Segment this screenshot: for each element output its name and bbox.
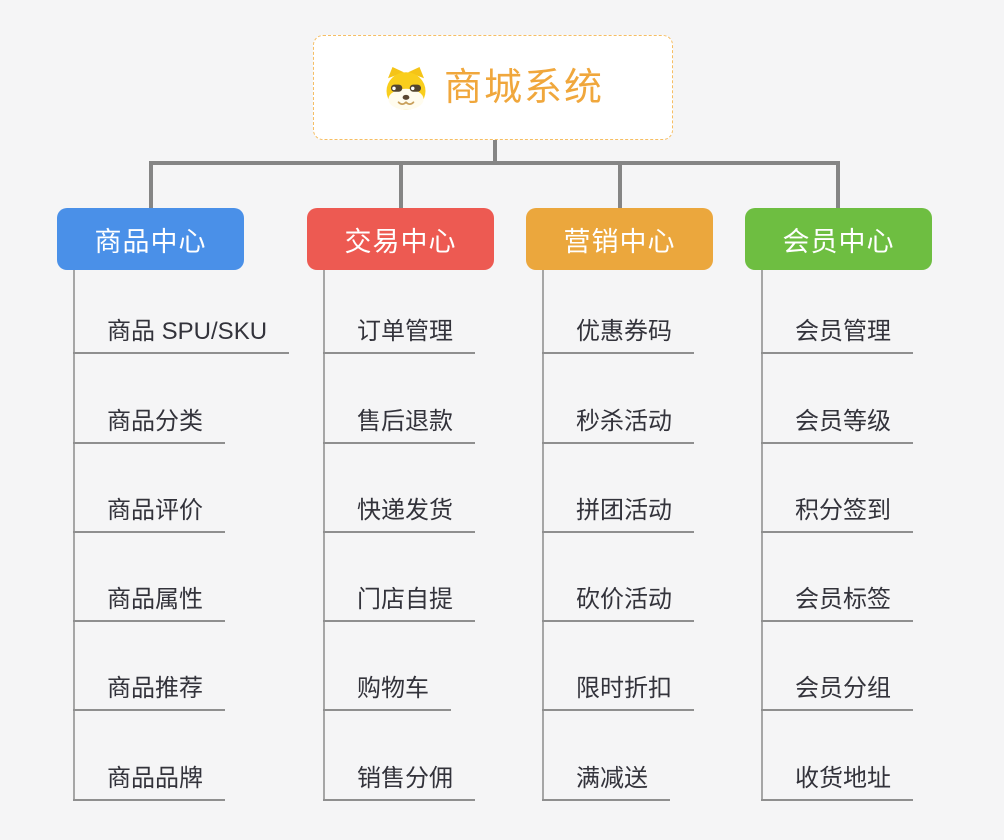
leaf-node[interactable]: 会员等级 bbox=[761, 354, 913, 444]
leaf-column-product: 商品 SPU/SKU 商品分类 商品评价 商品属性 商品推荐 商品品牌 bbox=[73, 265, 290, 801]
branch-node-member-center[interactable]: 会员中心 bbox=[745, 208, 932, 270]
leaf-node[interactable]: 售后退款 bbox=[323, 354, 475, 444]
branch-trunk-line bbox=[761, 270, 763, 801]
connector-drop-member bbox=[836, 161, 840, 208]
leaf-node[interactable]: 销售分佣 bbox=[323, 711, 475, 801]
leaf-node[interactable]: 优惠券码 bbox=[542, 265, 694, 355]
leaf-node[interactable]: 会员管理 bbox=[761, 265, 913, 355]
leaf-node[interactable]: 商品分类 bbox=[73, 354, 225, 444]
leaf-node[interactable]: 满减送 bbox=[542, 711, 670, 801]
branch-trunk-line bbox=[323, 270, 325, 801]
leaf-node[interactable]: 砍价活动 bbox=[542, 533, 694, 623]
dog-face-icon bbox=[386, 66, 426, 110]
leaf-node[interactable]: 商品评价 bbox=[73, 444, 225, 533]
leaf-node[interactable]: 会员分组 bbox=[761, 622, 913, 712]
connector-drop-product bbox=[149, 161, 153, 208]
leaf-node[interactable]: 订单管理 bbox=[323, 265, 475, 355]
branch-node-marketing-center[interactable]: 营销中心 bbox=[526, 208, 713, 270]
leaf-node[interactable]: 积分签到 bbox=[761, 444, 913, 533]
root-node[interactable]: 商城系统 bbox=[313, 35, 673, 140]
leaf-node[interactable]: 商品 SPU/SKU bbox=[73, 265, 290, 355]
leaf-node[interactable]: 收货地址 bbox=[761, 711, 913, 801]
leaf-column-trade: 订单管理 售后退款 快递发货 门店自提 购物车 销售分佣 bbox=[323, 265, 475, 801]
leaf-node[interactable]: 秒杀活动 bbox=[542, 354, 694, 444]
connector-drop-trade bbox=[399, 161, 403, 208]
connector-bus bbox=[149, 161, 840, 165]
leaf-column-member: 会员管理 会员等级 积分签到 会员标签 会员分组 收货地址 bbox=[761, 265, 913, 801]
leaf-node[interactable]: 拼团活动 bbox=[542, 444, 694, 533]
connector-drop-marketing bbox=[618, 161, 622, 208]
leaf-node[interactable]: 商品属性 bbox=[73, 533, 225, 623]
leaf-node[interactable]: 商品推荐 bbox=[73, 622, 225, 712]
leaf-node[interactable]: 限时折扣 bbox=[542, 622, 694, 712]
branch-node-product-center[interactable]: 商品中心 bbox=[57, 208, 244, 270]
branch-trunk-line bbox=[73, 270, 75, 801]
branch-trunk-line bbox=[542, 270, 544, 801]
leaf-node[interactable]: 购物车 bbox=[323, 622, 451, 712]
leaf-node[interactable]: 会员标签 bbox=[761, 533, 913, 623]
branch-node-trade-center[interactable]: 交易中心 bbox=[307, 208, 494, 270]
connector-root-drop bbox=[493, 140, 497, 162]
leaf-node[interactable]: 商品品牌 bbox=[73, 711, 225, 801]
leaf-column-marketing: 优惠券码 秒杀活动 拼团活动 砍价活动 限时折扣 满减送 bbox=[542, 265, 694, 801]
leaf-node[interactable]: 快递发货 bbox=[323, 444, 475, 533]
root-node-title: 商城系统 bbox=[443, 66, 604, 109]
leaf-node[interactable]: 门店自提 bbox=[323, 533, 475, 623]
